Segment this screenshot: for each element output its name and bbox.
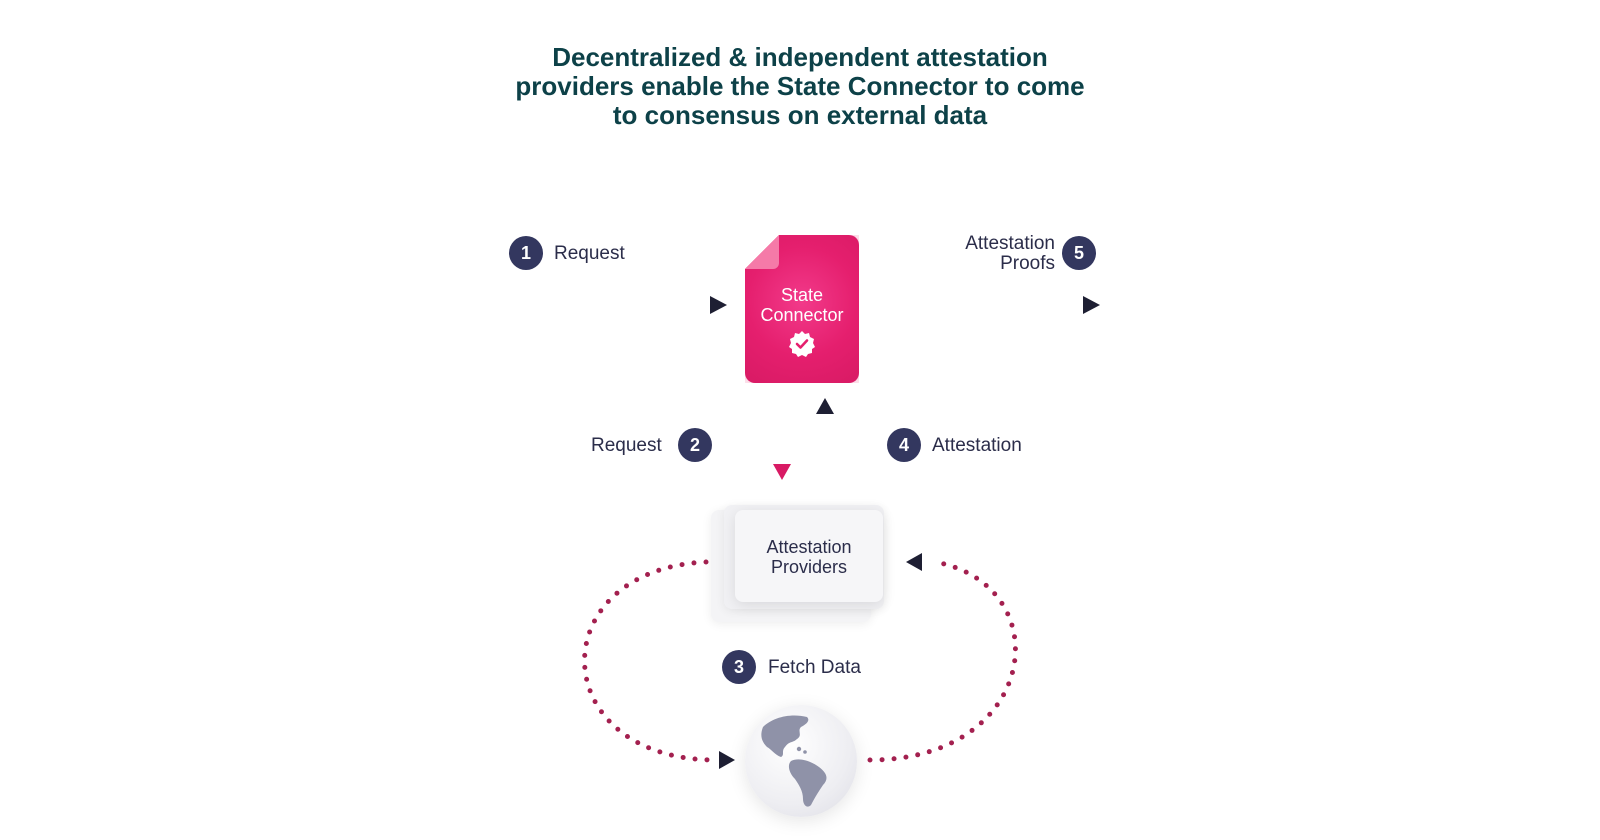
verified-badge-icon	[789, 331, 815, 357]
arrow-request-in	[510, 296, 727, 314]
dotted-loop-right	[867, 559, 1018, 763]
state-connector-label: State Connector	[745, 285, 859, 325]
step-3-badge: 3	[722, 650, 756, 684]
step-1-badge: 1	[509, 236, 543, 270]
state-connector-page-fold	[745, 235, 779, 269]
diagram-title: Decentralized & independent attestation …	[0, 43, 1600, 130]
dotted-loop-left	[582, 559, 719, 763]
arrow-attestation-up	[816, 398, 834, 481]
state-connector-label-line-1: State	[780, 285, 824, 305]
step-3-label: Fetch Data	[768, 657, 861, 678]
arrow-proofs-out	[881, 296, 1100, 314]
step-2-badge: 2	[678, 428, 712, 462]
attestation-providers-label-line-2: Providers	[770, 557, 848, 577]
step-5-label-line-1: Attestation	[965, 233, 1055, 254]
loop-arrowhead-left	[719, 751, 735, 769]
arrow-request-down	[773, 397, 791, 480]
step-5-label-line-2: Proofs	[1000, 253, 1055, 274]
external-data-node	[745, 705, 857, 817]
step-5-label: Attestation Proofs	[965, 234, 1055, 274]
state-connector-label-line-2: Connector	[760, 305, 844, 325]
step-1-label: Request	[554, 243, 625, 264]
loop-arrowhead-right	[906, 553, 922, 571]
attestation-providers-node: Attestation Providers	[735, 510, 883, 602]
attestation-providers-label: Attestation Providers	[735, 537, 883, 577]
step-5-badge: 5	[1062, 236, 1096, 270]
attestation-providers-label-line-1: Attestation	[766, 537, 852, 557]
step-4-label: Attestation	[932, 435, 1022, 456]
globe-icon	[761, 715, 827, 807]
title-line-1: Decentralized & independent attestation	[552, 42, 1048, 72]
title-line-3: to consensus on external data	[612, 100, 988, 130]
title-line-2: providers enable the State Connector to …	[515, 71, 1085, 101]
step-4-badge: 4	[887, 428, 921, 462]
step-2-label: Request	[591, 435, 662, 456]
